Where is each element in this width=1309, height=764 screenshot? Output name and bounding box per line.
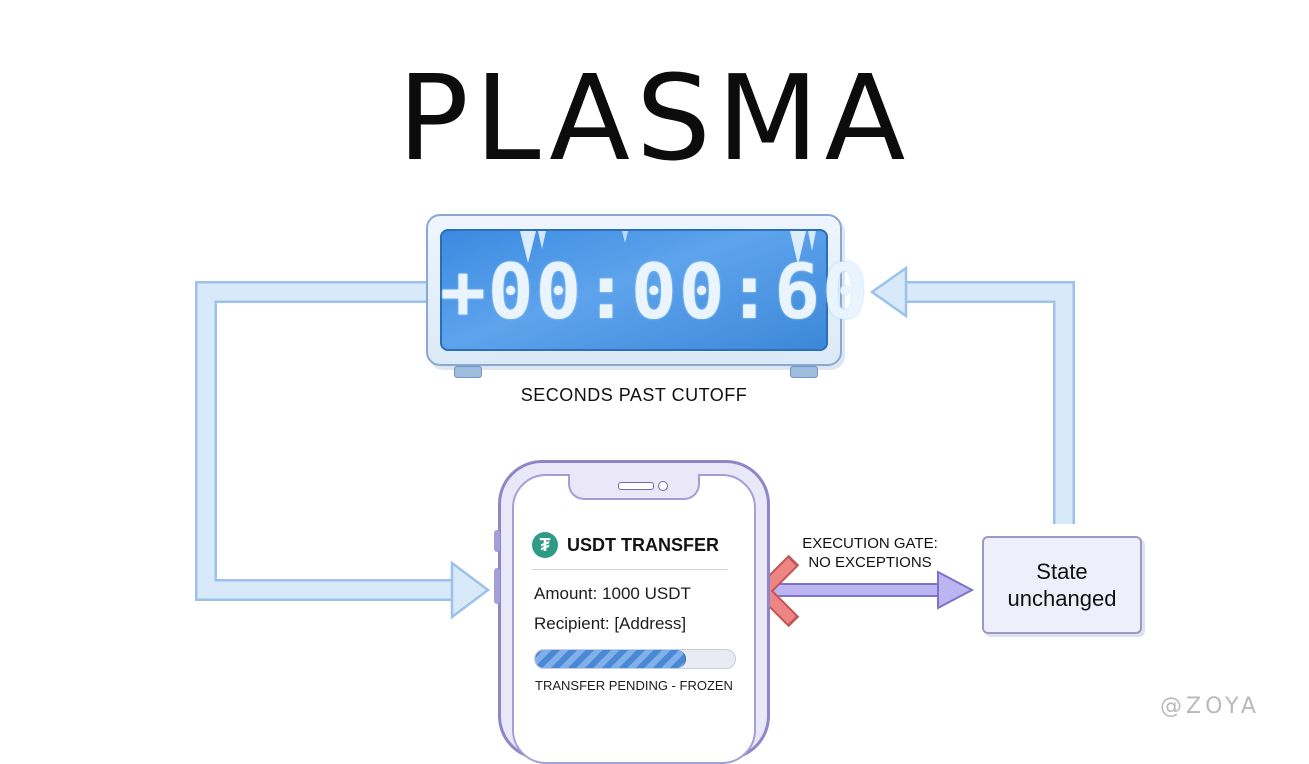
state-line2: unchanged [1008, 585, 1117, 612]
gate-label: EXECUTION GATE: NO EXCEPTIONS [792, 534, 948, 572]
recipient-text: Recipient: [Address] [534, 614, 686, 634]
gate-label-line2: NO EXCEPTIONS [792, 553, 948, 572]
phone-side-button [494, 530, 500, 552]
state-text: State unchanged [1008, 558, 1117, 612]
gate-arrow [770, 572, 972, 608]
transfer-progress-bar [534, 649, 736, 669]
timer-caption: SECONDS PAST CUTOFF [440, 385, 828, 406]
loop-arrow-right [872, 268, 1064, 524]
divider [532, 569, 728, 570]
transfer-title: USDT TRANSFER [567, 535, 719, 556]
phone-side-button [494, 568, 500, 604]
gate-label-line1: EXECUTION GATE: [792, 534, 948, 553]
phone-camera [658, 481, 668, 491]
timer-foot-right [790, 366, 818, 378]
state-box: State unchanged [982, 536, 1142, 634]
watermark: @ZOYA [1160, 694, 1260, 719]
timer-display: +00:00:60 [440, 246, 828, 338]
timer-foot-left [454, 366, 482, 378]
transfer-status: TRANSFER PENDING - FROZEN [512, 678, 756, 693]
state-line1: State [1008, 558, 1117, 585]
phone-speaker [618, 482, 654, 490]
tether-icon: ₮ [532, 532, 558, 558]
progress-fill [535, 650, 686, 668]
amount-text: Amount: 1000 USDT [534, 584, 691, 604]
